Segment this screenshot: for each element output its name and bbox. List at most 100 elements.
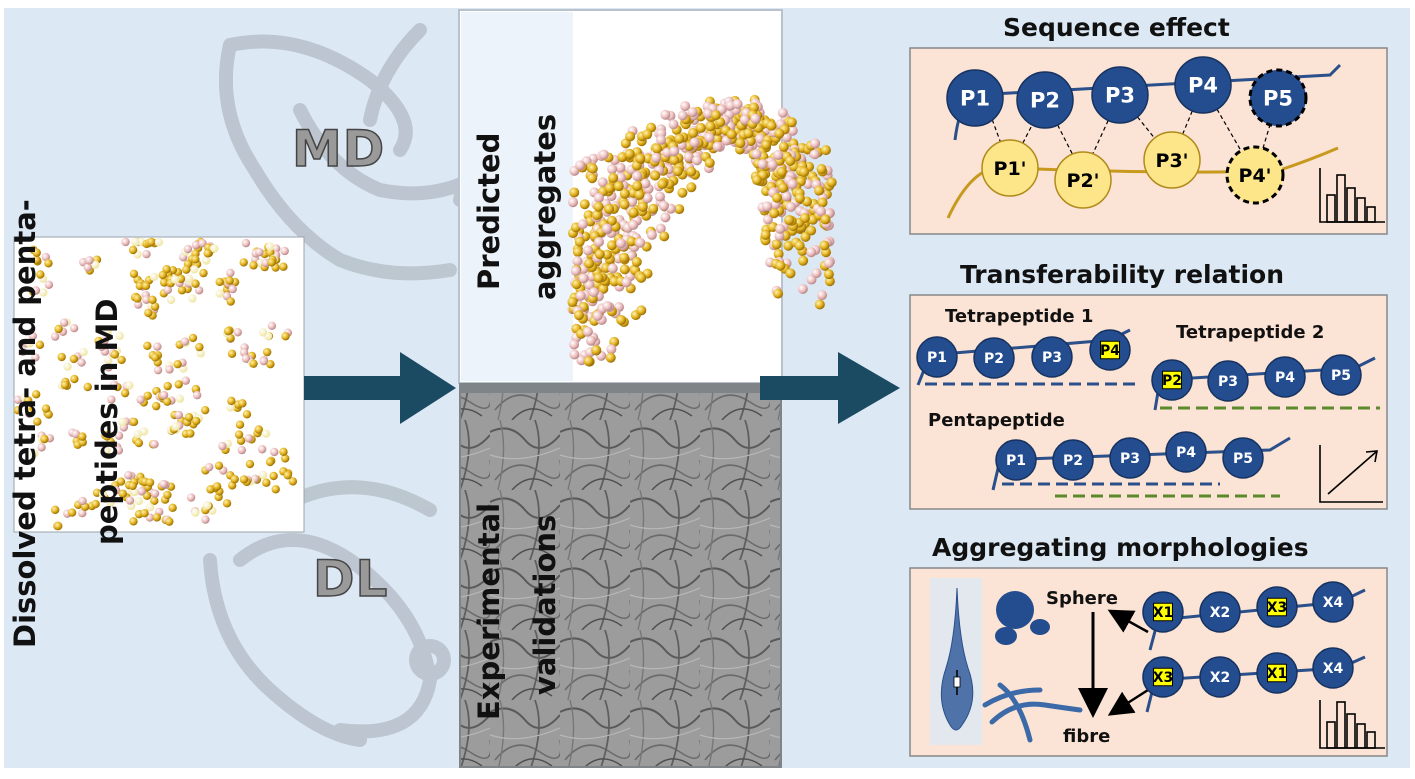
peptide-bead <box>142 295 151 304</box>
residue-node: X2 <box>1199 591 1241 633</box>
peptide-bead <box>83 382 92 392</box>
residue-node: P2' <box>1054 151 1112 209</box>
dl-method-label: DL <box>312 549 389 609</box>
peptide-bead <box>227 396 236 406</box>
peptide-bead <box>288 477 298 486</box>
peptide-bead <box>69 354 79 364</box>
peptide-bead <box>163 285 173 295</box>
aggregate-bead <box>785 155 796 166</box>
residue-label: X2 <box>1210 670 1231 686</box>
peptide-bead <box>148 295 157 305</box>
aggregate-bead <box>593 272 604 283</box>
aggregate-bead <box>762 201 773 212</box>
peptide-bead <box>31 353 40 362</box>
peptide-bead <box>266 359 275 369</box>
residue-label: X1 <box>1267 666 1288 682</box>
peptide-bead <box>159 278 169 287</box>
peptide-bead <box>141 281 151 291</box>
aggregate-bead <box>652 143 663 154</box>
peptide-bead <box>129 517 138 526</box>
sphere-label: Sphere <box>1046 588 1118 609</box>
aggregate-bead <box>826 177 837 188</box>
peptide-bead <box>151 353 160 362</box>
peptide-bead <box>124 470 133 480</box>
aggregate-bead <box>597 177 608 188</box>
peptide-bead <box>44 280 54 289</box>
aggregate-bead <box>607 263 618 274</box>
tetrapeptide2-label: Tetrapeptide 2 <box>1176 322 1325 343</box>
peptide-bead <box>249 261 258 270</box>
aggregate-bead <box>823 258 834 269</box>
peptide-bead <box>280 246 289 256</box>
aggregate-bead <box>654 191 665 202</box>
peptide-bead <box>35 340 45 350</box>
peptide-bead <box>228 284 237 294</box>
aggregate-bead <box>604 203 615 214</box>
aggregate-bead <box>569 339 580 350</box>
peptide-bead <box>57 352 66 362</box>
aggregate-bead <box>615 162 626 173</box>
residue-label: P2 <box>1162 373 1182 389</box>
residue-label: P1 <box>960 87 990 111</box>
peptide-bead <box>67 508 77 517</box>
aggregate-bead <box>585 335 596 346</box>
aggregate-bead <box>658 200 669 211</box>
aggregate-bead <box>820 214 831 225</box>
peptide-bead <box>78 496 87 506</box>
aggregate-bead <box>774 128 785 139</box>
peptide-bead <box>134 438 144 448</box>
peptide-bead <box>222 499 232 508</box>
residue-node: P4' <box>1225 145 1285 205</box>
aggregate-bead <box>606 344 617 355</box>
residue-node: P3 <box>1207 360 1249 402</box>
peptide-bead <box>210 244 219 253</box>
peptide-bead <box>202 501 212 510</box>
peptide-bead <box>226 403 235 412</box>
arrow-to-center <box>304 352 456 424</box>
aggregate-bead <box>632 171 643 182</box>
aggregate-bead <box>626 236 637 247</box>
peptide-bead <box>63 362 72 371</box>
peptide-bead <box>218 441 227 451</box>
residue-node: P5 <box>1248 68 1308 128</box>
aggregate-bead <box>751 175 762 186</box>
peptide-bead <box>115 331 124 341</box>
residue-label: P5 <box>1233 451 1253 467</box>
peptide-bead <box>188 294 197 303</box>
aggregate-bead <box>648 203 659 214</box>
peptide-bead <box>39 288 48 297</box>
peptide-bead <box>279 447 288 457</box>
peptide-bead <box>174 380 183 389</box>
peptide-bead <box>104 363 113 372</box>
peptide-bead <box>192 390 202 400</box>
peptide-bead <box>83 263 93 272</box>
aggregate-bead <box>642 129 653 140</box>
peptide-bead <box>279 262 288 271</box>
peptide-bead <box>70 374 79 384</box>
aggregate-bead <box>686 182 697 193</box>
residue-node: P1 <box>916 336 958 378</box>
residue-node: P2 <box>1016 71 1074 129</box>
peptide-bead <box>154 238 164 247</box>
aggregate-bead <box>582 326 593 337</box>
residue-node: X3 <box>1256 586 1298 628</box>
residue-node: X1 <box>1256 652 1298 694</box>
residue-label: P2 <box>1030 89 1060 113</box>
aggregate-bead <box>769 208 780 219</box>
aggregate-bead <box>619 188 630 199</box>
aggregate-bead <box>712 141 723 152</box>
peptide-bead <box>165 365 174 374</box>
aggregate-bead <box>817 290 828 301</box>
aggregate-bead <box>646 229 657 240</box>
aggregate-bead <box>604 183 615 194</box>
aggregate-bead <box>650 170 661 181</box>
peptide-bead <box>153 342 162 351</box>
peptide-bead <box>223 326 233 336</box>
aggregate-bead <box>778 182 789 193</box>
peptide-bead <box>255 247 264 257</box>
residue-node: X1 <box>1142 591 1184 633</box>
peptide-bead <box>125 381 134 390</box>
peptide-bead <box>25 408 35 418</box>
peptide-bead <box>32 248 41 257</box>
peptide-bead <box>44 259 53 268</box>
